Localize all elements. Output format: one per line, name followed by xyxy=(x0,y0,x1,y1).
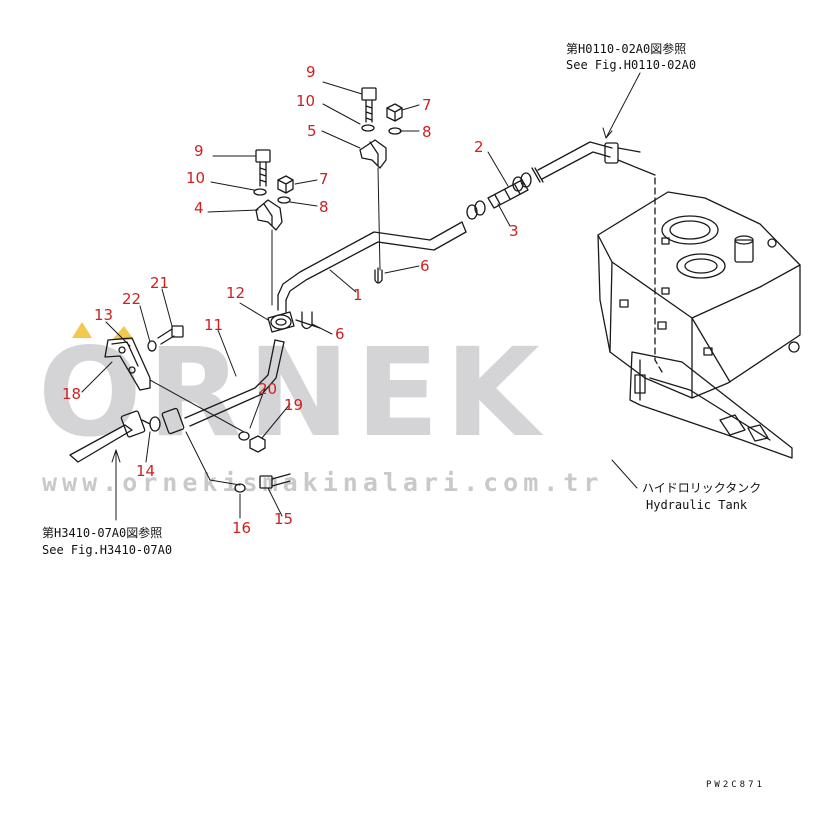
tube-11 xyxy=(184,339,285,427)
split-flange xyxy=(161,407,185,435)
callout-3: 3 xyxy=(509,222,519,240)
logo-accent-right xyxy=(112,326,134,340)
nut-19 xyxy=(249,435,266,453)
callout-13: 13 xyxy=(94,306,113,324)
reference-arrows xyxy=(111,72,641,521)
callout-19: 19 xyxy=(284,396,303,414)
callout-7-lower: 7 xyxy=(319,170,329,188)
washer-10-lower xyxy=(253,188,267,196)
ref-tank-en: Hydraulic Tank xyxy=(646,498,748,512)
callout-5: 5 xyxy=(307,122,317,140)
callout-18: 18 xyxy=(62,385,81,403)
callout-21: 21 xyxy=(150,274,169,292)
elbow-12 xyxy=(267,311,295,333)
bracket-13 xyxy=(104,337,151,391)
lower-hose xyxy=(69,410,151,463)
callout-10-lower: 10 xyxy=(186,169,205,187)
callout-8-upper: 8 xyxy=(422,123,432,141)
callout-6-upper: 6 xyxy=(420,257,430,275)
callout-14: 14 xyxy=(136,462,155,480)
washer-16 xyxy=(234,483,246,493)
callout-22: 22 xyxy=(122,290,141,308)
callout-11: 11 xyxy=(204,316,223,334)
callout-16: 16 xyxy=(232,519,251,537)
nut-7-upper xyxy=(386,103,403,122)
watermark-url: www.ornekismakinalari.com.tr xyxy=(42,468,604,497)
o-ring-14 xyxy=(149,416,161,432)
bolt-9-lower xyxy=(255,149,271,187)
u-bolt-6-upper xyxy=(374,267,383,284)
callout-9-lower: 9 xyxy=(194,142,204,160)
washer-22 xyxy=(147,340,157,352)
leader-lines xyxy=(81,81,511,519)
washer-20 xyxy=(238,431,250,441)
callout-8-lower: 8 xyxy=(319,198,329,216)
callout-9-upper: 9 xyxy=(306,63,316,81)
callout-1: 1 xyxy=(353,286,363,304)
clamp-4 xyxy=(255,199,283,306)
callout-20: 20 xyxy=(258,380,277,398)
upper-hose xyxy=(531,141,656,183)
clamp-5 xyxy=(359,139,387,271)
callout-15: 15 xyxy=(274,510,293,528)
tube-1 xyxy=(277,221,467,313)
u-bolt-6-lower xyxy=(295,311,321,330)
ref-top-jp: 第H0110-02A0図参照 xyxy=(566,42,687,56)
washer-8-lower xyxy=(277,196,291,204)
washer-10-upper xyxy=(361,124,375,132)
ref-bottom-en: See Fig.H3410-07A0 xyxy=(42,543,173,557)
nut-7-lower xyxy=(277,175,294,194)
bolt-15 xyxy=(259,473,291,489)
callout-7-upper: 7 xyxy=(422,96,432,114)
washer-8-upper xyxy=(388,127,402,135)
connector-fittings xyxy=(466,172,532,220)
callout-2: 2 xyxy=(474,138,484,156)
ref-top-en: See Fig.H0110-02A0 xyxy=(566,58,697,72)
bolt-21 xyxy=(157,325,184,345)
callout-4: 4 xyxy=(194,199,204,217)
callout-12: 12 xyxy=(226,284,245,302)
callout-6-lower: 6 xyxy=(335,325,345,343)
drawing-code: PW2C871 xyxy=(706,780,765,790)
bolt-9-upper xyxy=(361,87,377,123)
ref-bottom-jp: 第H3410-07A0図参照 xyxy=(42,526,163,540)
callout-labels: 9 10 7 5 8 2 9 10 7 4 8 3 6 1 21 12 22 1… xyxy=(62,63,519,537)
ref-tank-jp: ハイドロリックタンク xyxy=(642,481,762,495)
logo-accent-left xyxy=(72,322,92,338)
hydraulic-tank xyxy=(597,177,801,459)
callout-10-upper: 10 xyxy=(296,92,315,110)
